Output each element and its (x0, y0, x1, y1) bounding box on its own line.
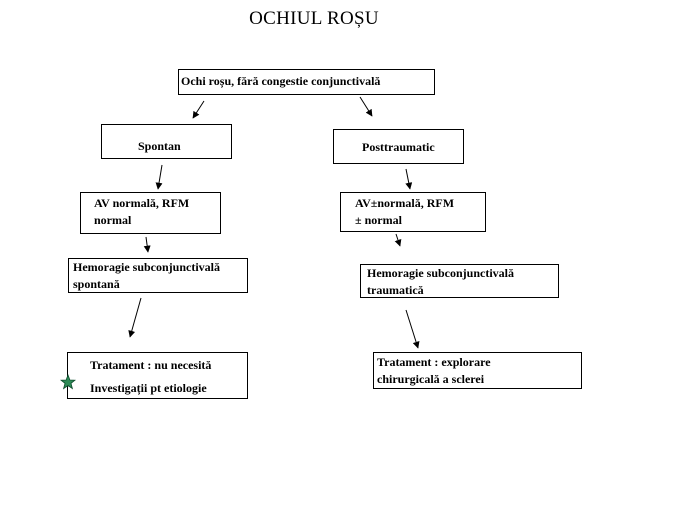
va-spontaneous-node: AV normală, RFM normal (80, 192, 221, 234)
hemorrhage-traumatic-line-2: traumatică (367, 283, 424, 297)
va-posttraumatic-node: AV±normală, RFM ± normal (340, 192, 486, 232)
hemorrhage-traumatic-line-1: Hemoragie subconjunctivală (367, 266, 514, 280)
treatment-spontaneous-line-1: Tratament : nu necesită (90, 358, 212, 372)
va-spontaneous-line-1: AV normală, RFM (94, 196, 190, 210)
arrow-root-to-spontaneous (192, 100, 205, 119)
treatment-traumatic-line-2: chirurgicală a sclerei (377, 372, 485, 386)
va-posttraumatic-line-2: ± normal (355, 213, 402, 227)
treatment-traumatic-line-1: Tratament : explorare (377, 355, 491, 369)
hemorrhage-spontaneous-line-2: spontană (73, 277, 120, 291)
spontaneous-node-label: Spontan (138, 139, 181, 153)
star-icon-shape (60, 374, 76, 390)
page-title: OCHIUL ROȘU (249, 8, 379, 29)
arrow-root-to-posttraumatic (359, 96, 373, 117)
hemorrhage-spontaneous-node: Hemoragie subconjunctivală spontană (68, 258, 248, 293)
arrow-hemorrhage-to-treatment-traumatic (405, 309, 420, 349)
star-icon (60, 374, 76, 390)
arrow-hemorrhage-to-treatment-spontaneous (128, 297, 142, 338)
va-posttraumatic-line-1: AV±normală, RFM (355, 196, 455, 210)
posttraumatic-node: Posttraumatic (333, 129, 464, 164)
arrow-va-to-hemorrhage-spontaneous (143, 236, 151, 253)
root-node: Ochi roșu, fără congestie conjunctivală (178, 69, 435, 95)
treatment-spontaneous-node: Tratament : nu necesită Investigații pt … (67, 352, 248, 399)
hemorrhage-spontaneous-line-1: Hemoragie subconjunctivală (73, 260, 220, 274)
arrow-spontaneous-to-va (155, 164, 163, 190)
posttraumatic-node-label: Posttraumatic (362, 140, 435, 154)
arrow-posttraumatic-to-va (405, 168, 413, 190)
treatment-traumatic-node: Tratament : explorare chirurgicală a scl… (373, 352, 582, 389)
hemorrhage-traumatic-node: Hemoragie subconjunctivală traumatică (360, 264, 559, 298)
spontaneous-node: Spontan (101, 124, 232, 159)
treatment-spontaneous-line-2: Investigații pt etiologie (90, 381, 207, 395)
root-node-label: Ochi roșu, fără congestie conjunctivală (181, 74, 381, 88)
arrow-va-to-hemorrhage-traumatic (394, 233, 402, 247)
va-spontaneous-line-2: normal (94, 213, 132, 227)
